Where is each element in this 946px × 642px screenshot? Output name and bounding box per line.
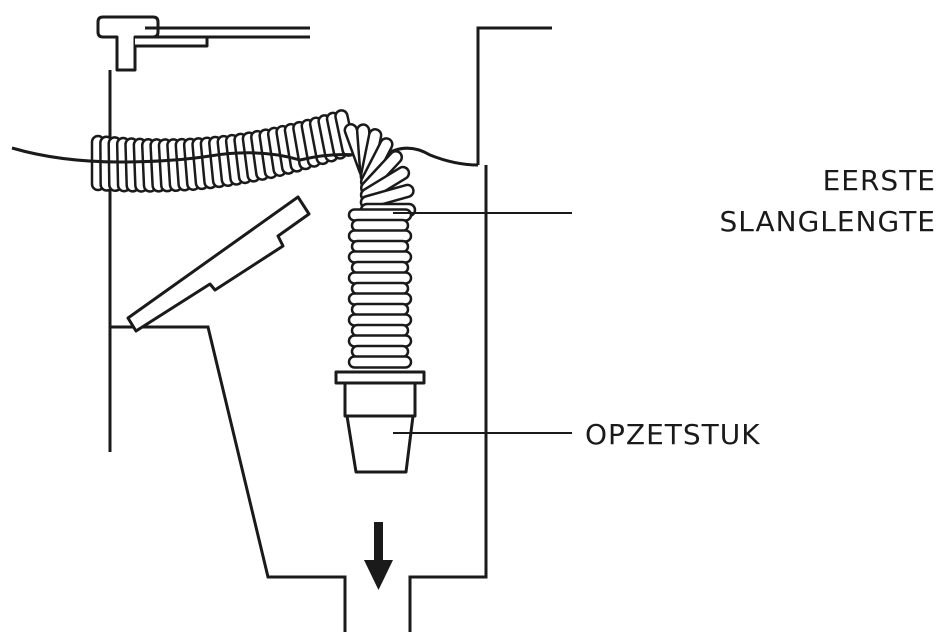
hose-horizontal [90, 109, 356, 193]
cap-assembly [96, 15, 310, 72]
nozzle [345, 414, 415, 474]
inner-chute [110, 325, 347, 632]
nozzle-assembly [334, 370, 426, 474]
hose-bend [343, 123, 417, 218]
label-hose-line2: SLANGLENGTE [719, 205, 936, 238]
down-arrow-icon [364, 522, 393, 590]
label-nozzle: OPZETSTUK [585, 418, 761, 451]
right-wall-bottom [408, 165, 488, 632]
hose-vertical [347, 208, 413, 369]
water-line [11, 146, 479, 167]
cap-rod [135, 35, 209, 48]
flap [126, 195, 311, 333]
hose-connector-flange [334, 370, 426, 385]
hose-rib [359, 183, 415, 210]
hose-connector-body [343, 381, 417, 418]
right-wall-top [476, 26, 552, 165]
label-hose-line1: EERSTE [823, 164, 936, 197]
hose-rib [347, 355, 413, 369]
leader-lines [393, 212, 572, 434]
cabinet-walls [108, 26, 552, 632]
cap-knob [96, 15, 160, 72]
